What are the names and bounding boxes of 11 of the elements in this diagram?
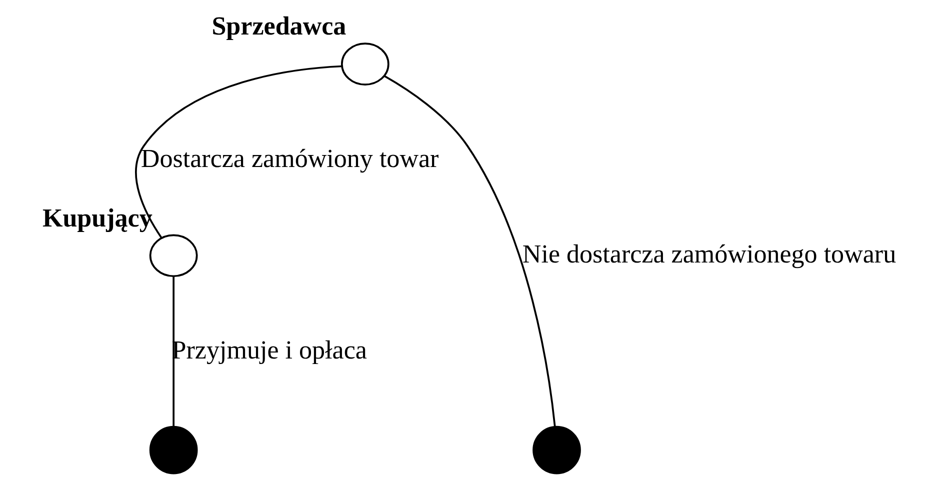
node-circle xyxy=(148,426,198,474)
node-circle xyxy=(532,426,580,474)
connector xyxy=(172,276,174,426)
connector xyxy=(134,65,342,238)
node-label: Kupujący xyxy=(42,203,152,232)
node-ellipse xyxy=(148,234,198,278)
node-label: Sprzedawca xyxy=(211,12,346,41)
edge-label: Dostarcza zamówiony towar xyxy=(140,144,438,173)
node-ellipse xyxy=(340,42,389,86)
edge-label: Nie dostarcza zamówionego towaru xyxy=(522,240,896,269)
connector xyxy=(384,75,556,427)
